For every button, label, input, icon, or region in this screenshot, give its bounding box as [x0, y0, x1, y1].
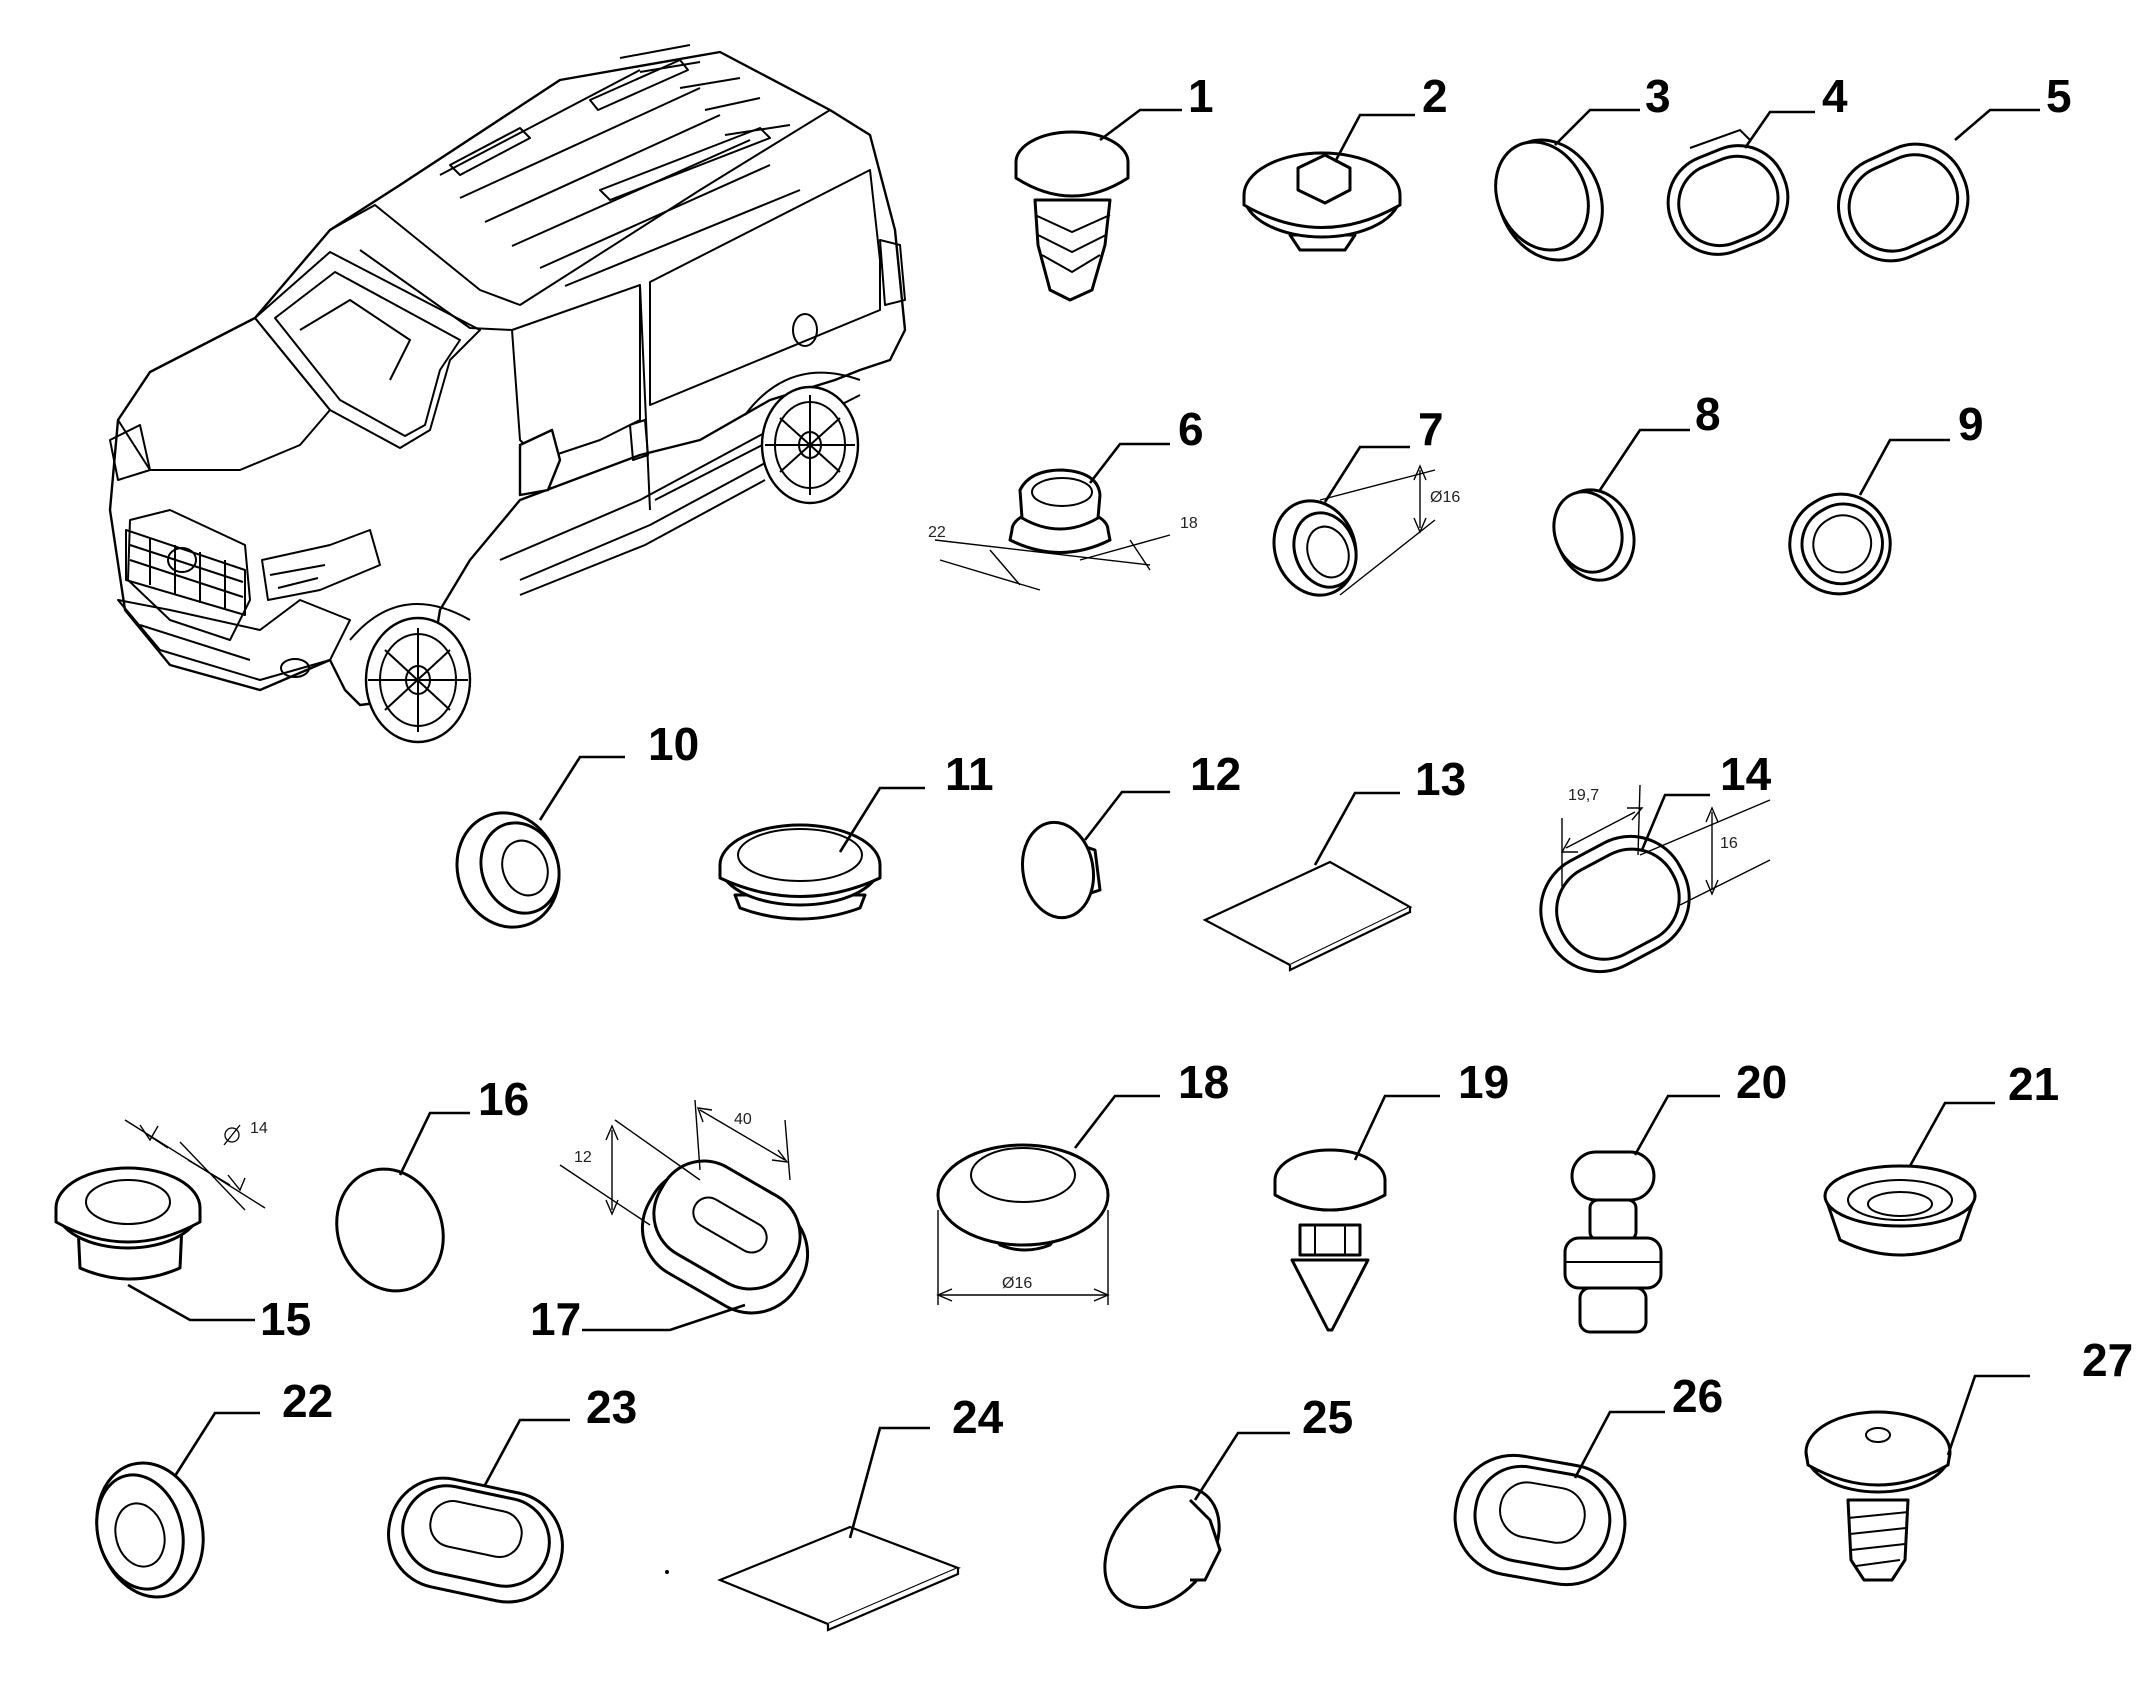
dim-7-diameter: Ø16: [1430, 489, 1460, 506]
dim-14-height: 16: [1720, 835, 1738, 852]
callout-27: 27: [2082, 1334, 2133, 1386]
dim-14-length: 19,7: [1568, 787, 1599, 804]
part-7-ring-grommet: [1272, 464, 1436, 597]
callout-25: 25: [1302, 1391, 1353, 1443]
callout-4: 4: [1822, 70, 1848, 122]
part-17-slotted-grommet: [559, 1099, 810, 1332]
callout-26: 26: [1672, 1370, 1723, 1422]
callout-16: 16: [478, 1073, 529, 1125]
part-25-oval-cap: [1103, 1484, 1222, 1610]
part-10-stepped-plug: [455, 811, 561, 929]
part-20-stepped-pin: [1563, 1150, 1663, 1334]
part-3-round-plug: [1494, 138, 1604, 262]
van-illustration: [108, 44, 907, 744]
part-21-dished-cup: [1823, 1164, 1977, 1257]
part-13-adhesive-sheet: [1202, 860, 1413, 972]
part-22-stepped-plug: [95, 1461, 205, 1599]
part-12-mushroom-cap: [1021, 820, 1102, 920]
part-2-hex-grommet: [1242, 151, 1402, 252]
dimension-labels: 22 18 Ø16 19,7 16 14 12 40 Ø16: [223, 489, 1738, 1292]
callout-24: 24: [952, 1391, 1004, 1443]
part-19-cone-rivet: [1273, 1148, 1387, 1332]
part-6-oval-grommet: [934, 468, 1171, 591]
diameter-symbol-icon: [223, 1124, 241, 1146]
callout-9: 9: [1958, 398, 1984, 450]
callout-19: 19: [1458, 1056, 1509, 1108]
callout-20: 20: [1736, 1056, 1787, 1108]
dim-6-depth: 18: [1180, 515, 1198, 532]
callout-10: 10: [648, 718, 699, 770]
part-23-oval-grommet: [387, 1476, 564, 1604]
dim-6-width: 22: [928, 524, 946, 541]
callout-12: 12: [1190, 748, 1241, 800]
leader-lines: [173, 108, 2040, 1539]
part-8-round-cap: [1552, 488, 1636, 582]
callout-15: 15: [260, 1293, 311, 1345]
part-18-round-button: [936, 1143, 1110, 1305]
part-5-oval-plug: [1836, 142, 1970, 263]
part-14-oval-plug: [1539, 784, 1771, 974]
dim-17-height: 12: [574, 1149, 592, 1166]
callout-14: 14: [1720, 748, 1772, 800]
callout-18: 18: [1178, 1056, 1229, 1108]
callout-13: 13: [1415, 753, 1466, 805]
part-27-threaded-clip: [1804, 1410, 1952, 1582]
part-16-mushroom-plug: [335, 1167, 445, 1293]
callout-6: 6: [1178, 403, 1204, 455]
part-1-push-rivet: [1014, 130, 1130, 302]
callout-23: 23: [586, 1381, 637, 1433]
callout-22: 22: [282, 1375, 333, 1427]
callout-11: 11: [945, 748, 994, 800]
callout-5: 5: [2046, 70, 2072, 122]
callout-17: 17: [530, 1293, 581, 1345]
callout-21: 21: [2008, 1058, 2059, 1110]
callout-8: 8: [1695, 388, 1721, 440]
callout-numbers: 1 2 3 4 5 6 7 8 9 10 11 12 13 14 15 16 1…: [260, 70, 2133, 1443]
part-26-oval-grommet: [1453, 1453, 1627, 1587]
part-15-stepped-grommet: [54, 1119, 266, 1322]
dim-17-length: 40: [734, 1111, 752, 1128]
callout-1: 1: [1188, 70, 1214, 122]
callout-3: 3: [1645, 70, 1671, 122]
part-4-oval-plug: [1666, 128, 1790, 256]
callout-2: 2: [1422, 70, 1448, 122]
dim-18-diameter: Ø16: [1002, 1275, 1032, 1292]
part-11-flanged-cap: [718, 823, 882, 921]
part-9-oval-grommet: [1788, 492, 1892, 596]
part-24-adhesive-sheet: [665, 1525, 961, 1632]
callout-7: 7: [1418, 403, 1444, 455]
dim-15-diameter: 14: [250, 1120, 268, 1137]
